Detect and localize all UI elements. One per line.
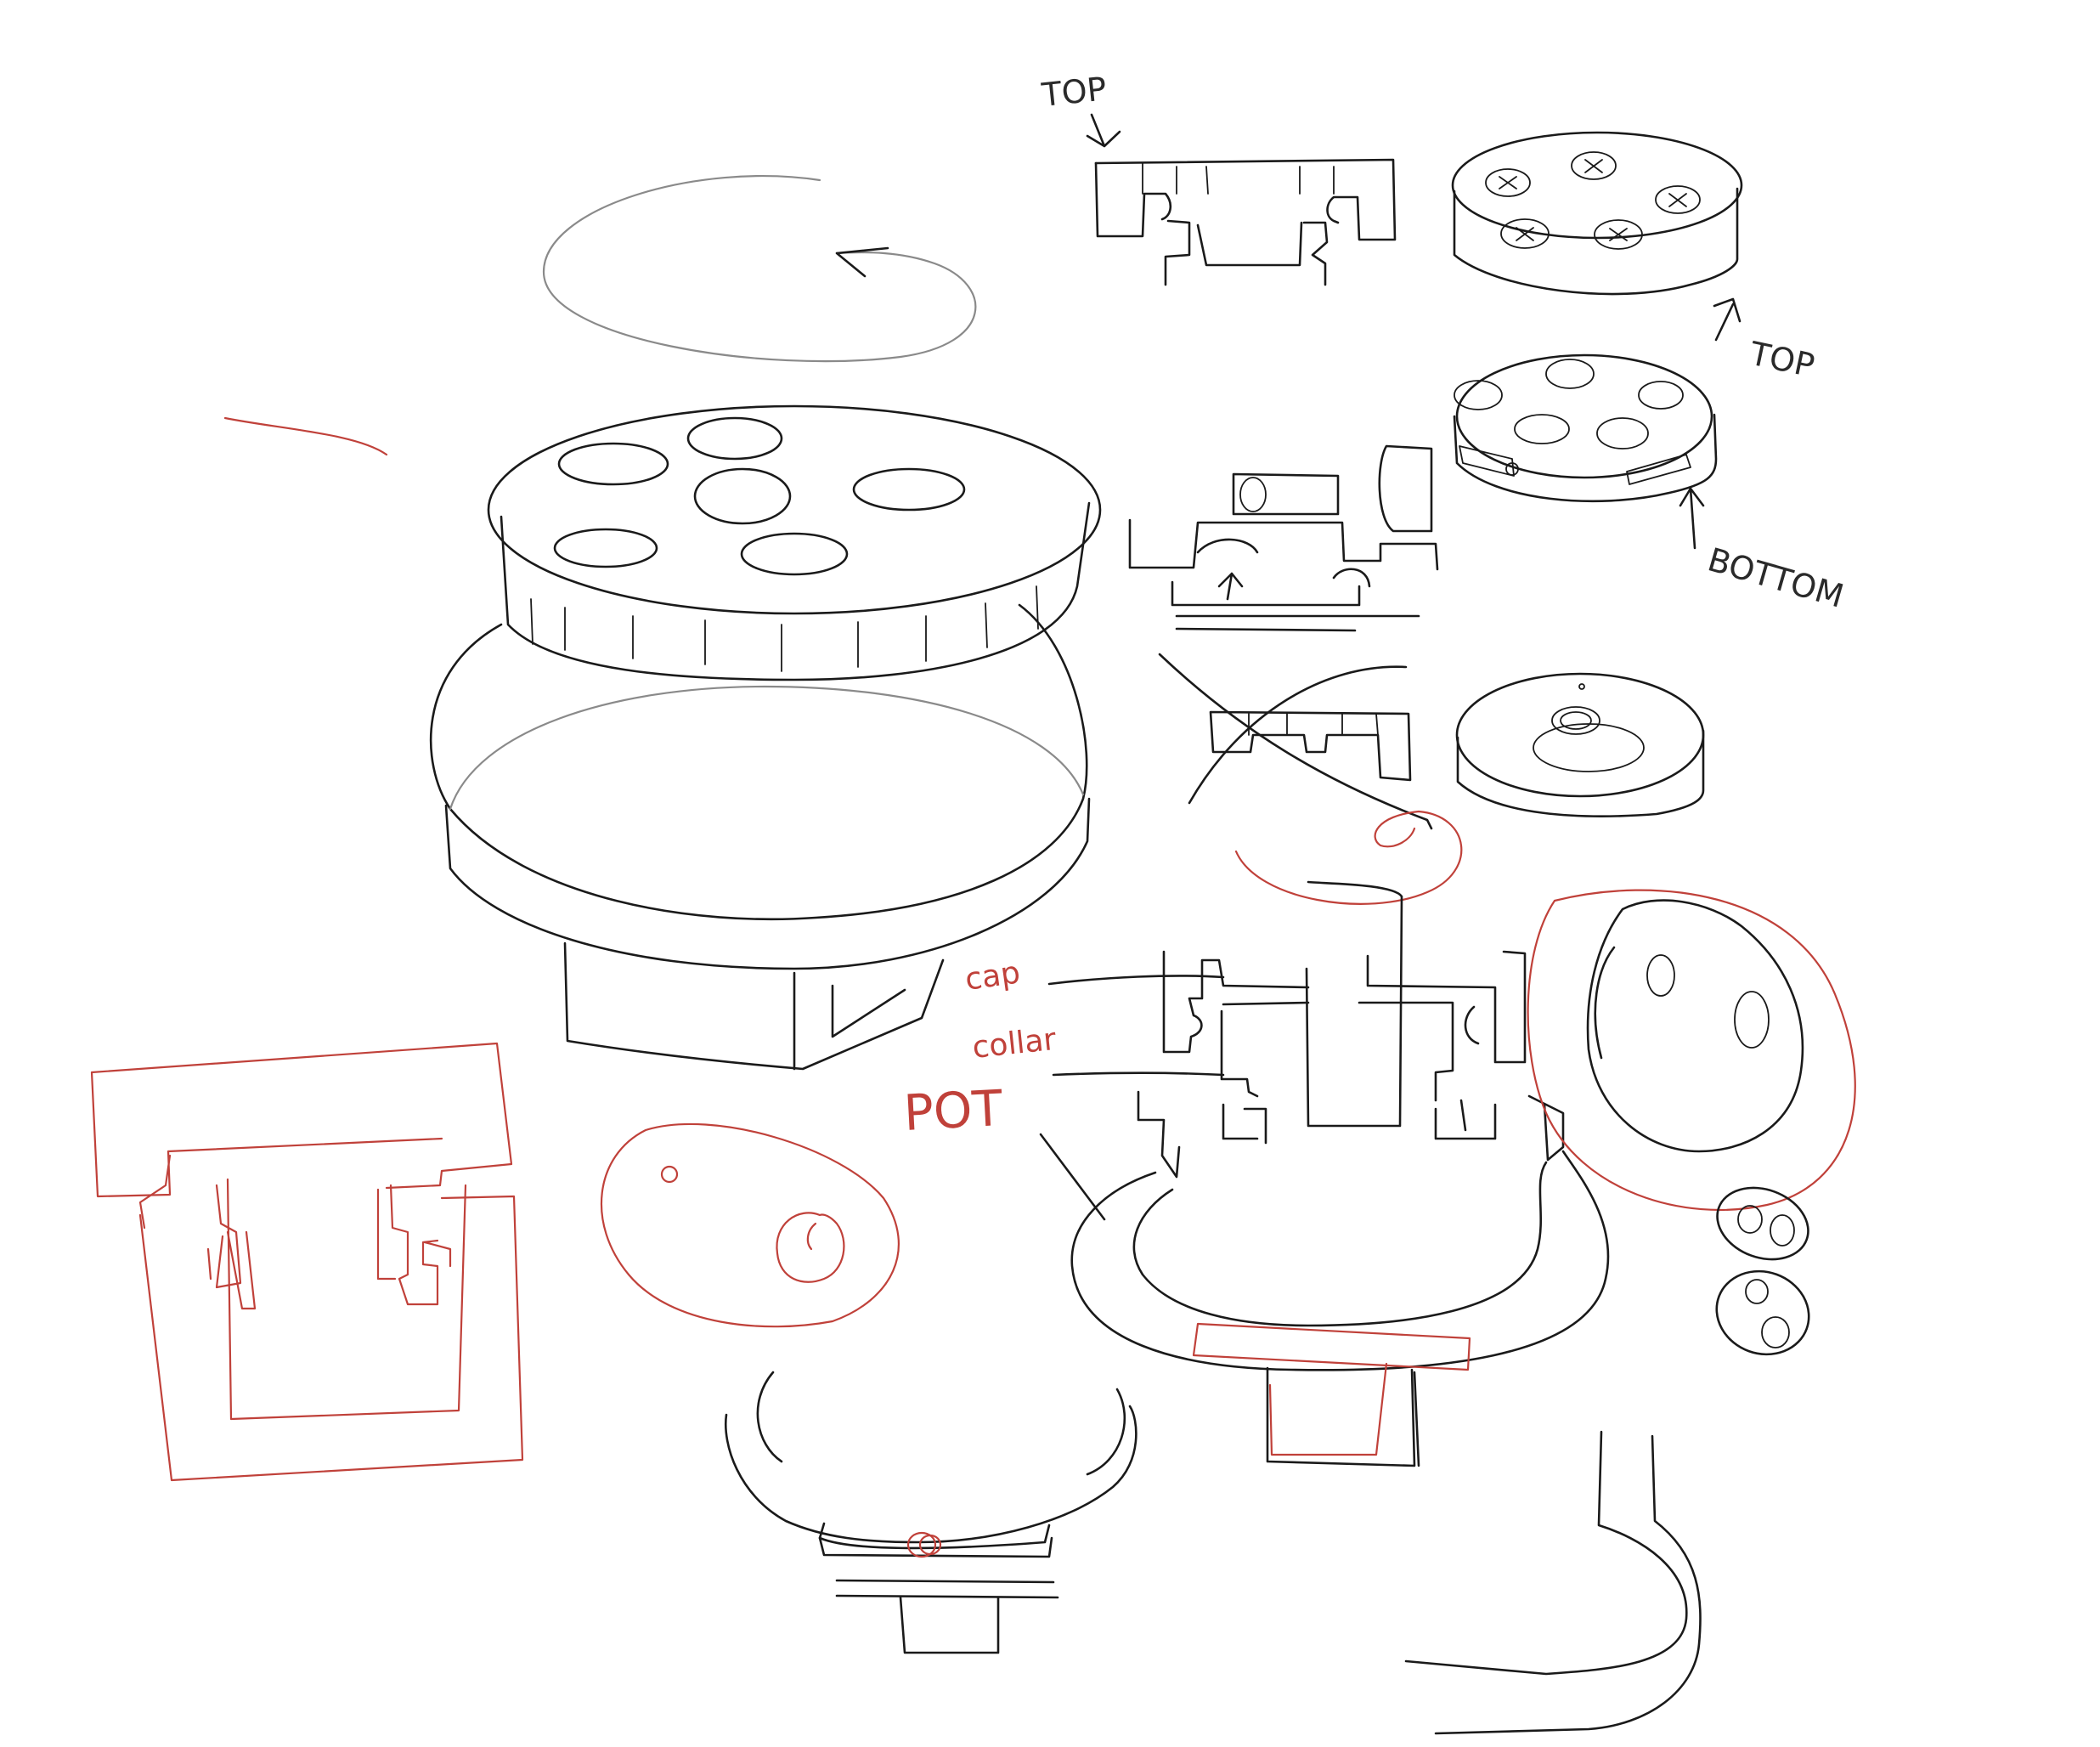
labeled-assembly: cap collar POT [902, 880, 1610, 1467]
bottom-right-curve [1404, 1430, 1702, 1735]
label-pot: POT [902, 1079, 1004, 1142]
cap-top-ellipse [487, 404, 1102, 615]
label-collar: collar [971, 1022, 1058, 1066]
center-hole-disc [1455, 672, 1705, 817]
crossed-out-section [1158, 653, 1433, 830]
svg-text:BOTTOM: BOTTOM [1704, 540, 1849, 614]
label-bottom-right: BOTTOM [1679, 487, 1849, 615]
mechanism-sketch [1128, 444, 1439, 632]
red-oval-sketch [600, 1122, 900, 1328]
svg-text:TOP: TOP [1746, 335, 1818, 385]
bottom-disc-view: BOTTOM [1453, 353, 1849, 615]
red-circle-detail [1527, 889, 1856, 1356]
red-loop [1234, 810, 1463, 905]
red-cross-section [90, 1042, 524, 1482]
label-top-small: TOP [1039, 70, 1121, 148]
bottom-bowl-sketch [724, 1371, 1138, 1654]
label-cap: cap [963, 955, 1023, 998]
rotation-arrow [223, 175, 977, 456]
cap-cross-section: TOP [1039, 70, 1397, 286]
top-disc-view: TOP [1451, 131, 1818, 385]
main-pot-drawing [429, 404, 1102, 1071]
label-top-right: TOP [1713, 297, 1818, 385]
svg-text:TOP: TOP [1039, 70, 1108, 114]
